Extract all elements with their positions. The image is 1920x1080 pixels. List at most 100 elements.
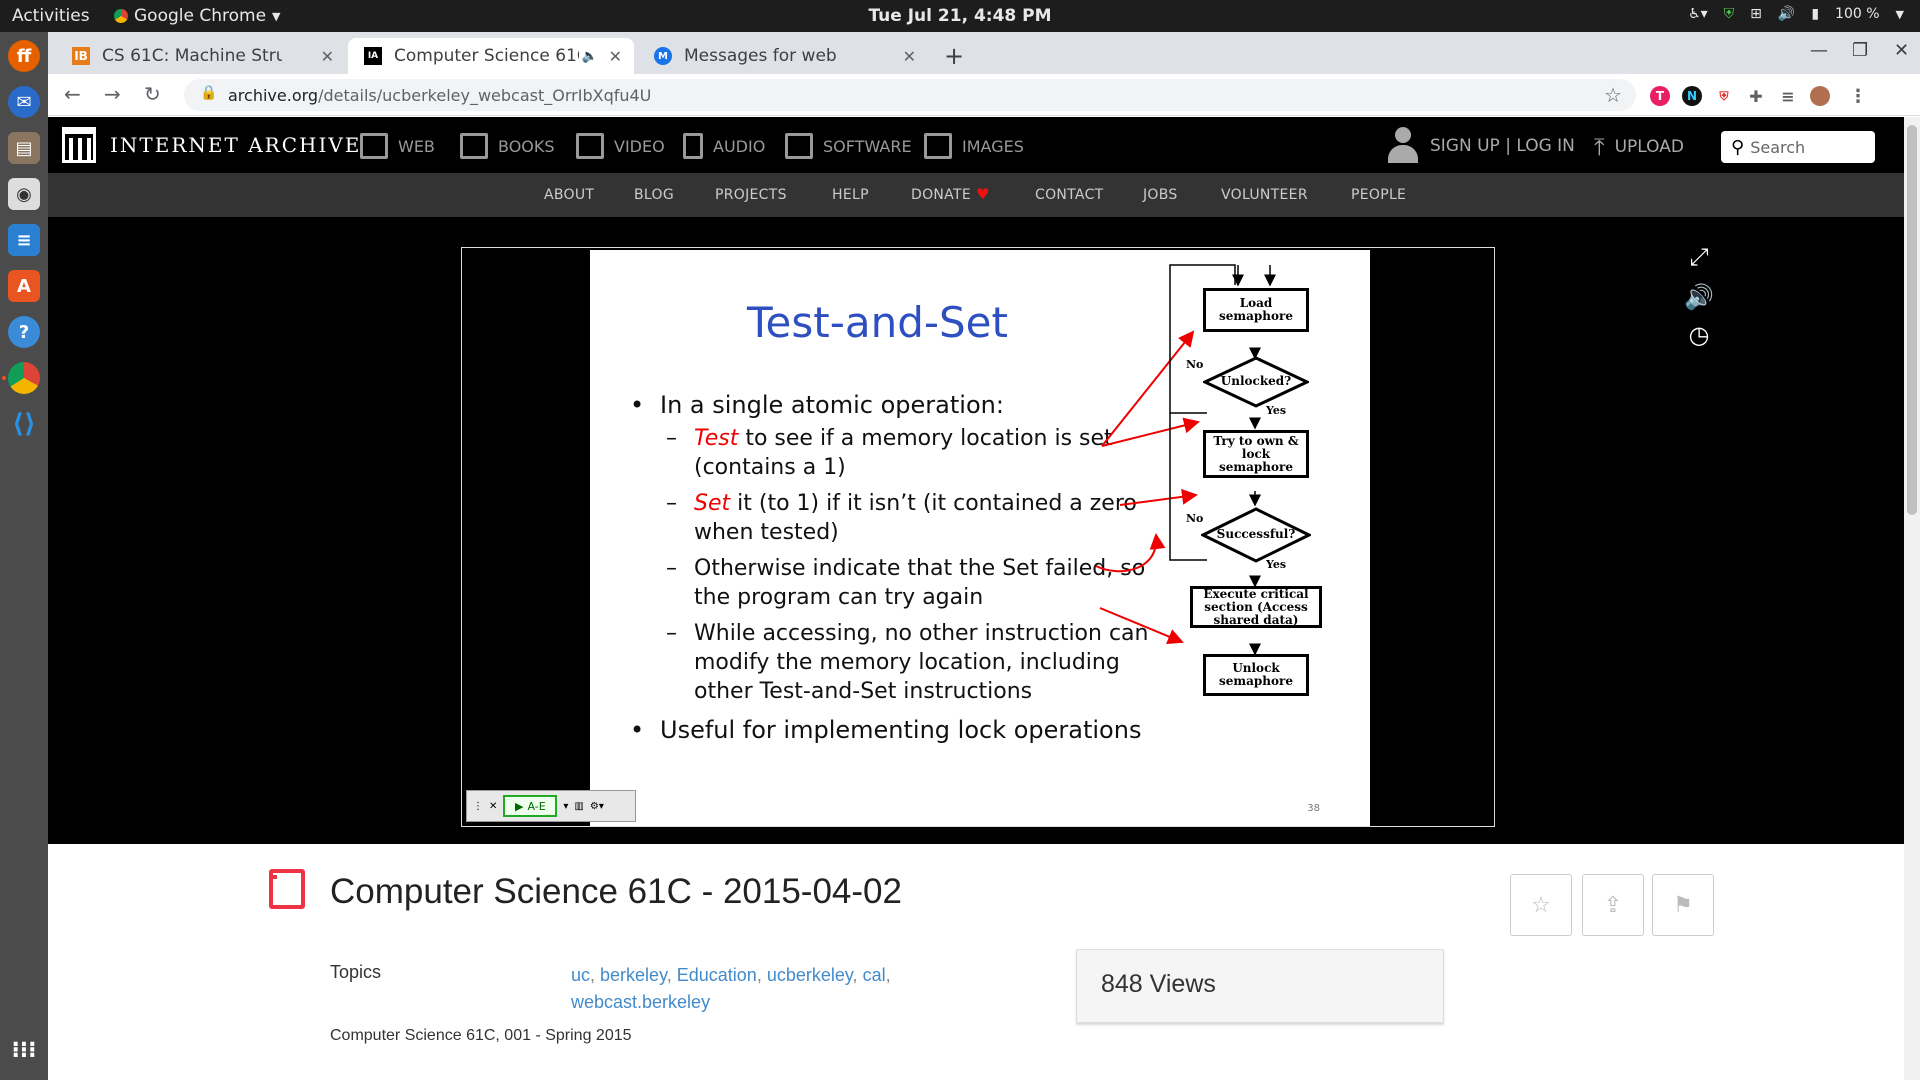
menu-dots-icon[interactable]: ⋮ <box>1848 85 1868 107</box>
profile-avatar[interactable] <box>1810 86 1830 106</box>
browser-toolbar: ← → ↻ 🔒 archive.org/details/ucberkeley_w… <box>48 74 1920 116</box>
chrome-icon[interactable] <box>8 362 40 394</box>
tab-cs61c[interactable]: IB CS 61C: Machine Structures ✕ <box>56 38 346 74</box>
ia-sub-nav: ABOUT BLOG PROJECTS HELP DONATE ♥ CONTAC… <box>48 173 1904 217</box>
nav-books-label: BOOKS <box>498 136 555 156</box>
new-tab-button[interactable]: + <box>944 42 965 70</box>
nav-images-label: IMAGES <box>962 136 1024 156</box>
subnav-volunteer[interactable]: VOLUNTEER <box>1221 187 1308 203</box>
subnav-donate[interactable]: DONATE <box>911 187 971 203</box>
nav-books[interactable]: BOOKS <box>460 133 555 159</box>
flag-button[interactable]: ⚑ <box>1652 874 1714 936</box>
volume-icon[interactable]: 🔊 <box>1777 6 1796 22</box>
extension-n-icon[interactable]: N <box>1682 86 1702 106</box>
equalizer-icon[interactable]: ▥ <box>574 800 584 812</box>
rhythmbox-icon[interactable]: ◉ <box>8 178 40 210</box>
settings-icon[interactable]: ⚙▾ <box>589 800 604 812</box>
back-button[interactable]: ← <box>64 82 81 106</box>
play-button[interactable]: ▶A-E <box>503 795 558 817</box>
topic-link[interactable]: uc <box>571 965 591 985</box>
accessibility-icon[interactable]: ♿▾ <box>1688 6 1708 22</box>
active-indicator <box>2 376 6 380</box>
extensions-puzzle-icon[interactable]: ✚ <box>1746 86 1766 106</box>
forward-button[interactable]: → <box>104 82 121 106</box>
subnav-blog[interactable]: BLOG <box>634 187 674 203</box>
firefox-icon[interactable]: ff <box>8 40 40 72</box>
subnav-contact[interactable]: CONTACT <box>1035 187 1104 203</box>
close-window-button[interactable]: ✕ <box>1894 40 1910 61</box>
writer-icon[interactable]: ≡ <box>8 224 40 256</box>
close-icon[interactable]: ✕ <box>608 46 622 66</box>
theater-area: Test-and-Set In a single atomic operatio… <box>48 217 1904 844</box>
audio-playing-icon[interactable]: 🔈 <box>581 48 598 64</box>
chevron-down-icon[interactable]: ▼ <box>1895 7 1904 21</box>
upload-button[interactable]: ⤒ UPLOAD <box>1594 133 1684 161</box>
tab-computer-science-61c[interactable]: IA Computer Science 61C - 2015-04-02 🔈 ✕ <box>348 38 634 74</box>
chevron-down-icon[interactable]: ▾ <box>563 800 569 812</box>
activities-button[interactable]: Activities <box>12 6 90 26</box>
address-bar[interactable]: 🔒 archive.org/details/ucberkeley_webcast… <box>184 79 1636 111</box>
share-button[interactable]: ⇪ <box>1582 874 1644 936</box>
topic-link[interactable]: webcast.berkeley <box>571 992 711 1012</box>
extension-t-icon[interactable]: T <box>1650 86 1670 106</box>
subnav-people[interactable]: PEOPLE <box>1351 187 1407 203</box>
system-tray[interactable]: ♿▾ ⛨ ⊞ 🔊 ▮ 100 % ▼ <box>1688 6 1904 22</box>
lock-icon[interactable]: 🔒 <box>200 85 218 101</box>
topic-link[interactable]: ucberkeley <box>766 965 853 985</box>
battery-percent[interactable]: 100 % <box>1835 6 1880 22</box>
system-top-bar: Activities Google Chrome ▼ Tue Jul 21, 4… <box>0 0 1920 32</box>
show-apps-icon[interactable]: ⁝⁝⁝ <box>11 1037 37 1063</box>
page-scrollbar[interactable] <box>1904 117 1920 1080</box>
network-icon[interactable]: ⊞ <box>1750 6 1762 22</box>
subnav-projects[interactable]: PROJECTS <box>715 187 787 203</box>
flow-no-label: No <box>1186 512 1204 525</box>
grip-icon[interactable]: ⋮ <box>473 800 483 812</box>
ia-logo[interactable]: INTERNET ARCHIVE <box>62 127 361 163</box>
nav-audio[interactable]: AUDIO <box>683 133 765 159</box>
scrollbar-thumb[interactable] <box>1907 125 1917 515</box>
clock[interactable]: Tue Jul 21, 4:48 PM <box>868 6 1052 26</box>
shield-icon[interactable]: ⛨ <box>1723 6 1735 22</box>
tab-messages[interactable]: M Messages for web ✕ <box>638 38 928 74</box>
software-icon <box>785 133 813 159</box>
files-icon[interactable]: ▤ <box>8 132 40 164</box>
search-box[interactable]: ⚲ Search <box>1721 131 1875 163</box>
close-icon[interactable]: ✕ <box>902 46 916 66</box>
reload-button[interactable]: ↻ <box>144 82 161 106</box>
video-player[interactable]: Test-and-Set In a single atomic operatio… <box>461 247 1495 827</box>
account-link[interactable]: SIGN UP | LOG IN <box>1388 127 1575 165</box>
subnav-about[interactable]: ABOUT <box>544 187 595 203</box>
nav-images[interactable]: IMAGES <box>924 133 1024 159</box>
volume-icon[interactable]: 🔊 <box>1684 283 1714 311</box>
views-count: 848 Views <box>1076 949 1444 1023</box>
help-icon[interactable]: ? <box>8 316 40 348</box>
topics-label: Topics <box>330 962 382 982</box>
tab-strip: IB CS 61C: Machine Structures ✕ IA Compu… <box>48 32 1920 74</box>
battery-icon[interactable]: ▮ <box>1811 6 1820 22</box>
url-host: archive.org <box>228 85 319 105</box>
bookmark-star-icon[interactable]: ☆ <box>1604 83 1622 107</box>
nav-audio-label: AUDIO <box>713 136 766 156</box>
nav-video[interactable]: VIDEO <box>576 133 665 159</box>
topic-link[interactable]: berkeley <box>600 965 667 985</box>
close-icon[interactable]: ✕ <box>320 46 334 66</box>
thunderbird-icon[interactable]: ✉ <box>8 86 40 118</box>
topic-link[interactable]: cal <box>862 965 886 985</box>
clock-icon[interactable]: ◷ <box>1688 321 1710 349</box>
software-center-icon[interactable]: A <box>8 270 40 302</box>
minimize-button[interactable]: — <box>1810 40 1828 61</box>
app-menu[interactable]: Google Chrome ▼ <box>114 6 281 26</box>
fullscreen-icon[interactable]: ⤢ <box>1689 243 1709 271</box>
user-icon <box>1388 127 1418 165</box>
topic-link[interactable]: Education <box>676 965 757 985</box>
vscode-icon[interactable]: ⟨⟩ <box>12 409 36 439</box>
subnav-jobs[interactable]: JOBS <box>1143 187 1178 203</box>
subnav-help[interactable]: HELP <box>832 187 869 203</box>
maximize-button[interactable]: ❐ <box>1852 40 1869 61</box>
nav-software[interactable]: SOFTWARE <box>785 133 912 159</box>
extension-shield-icon[interactable]: ⛨ <box>1714 86 1734 106</box>
media-controls-icon[interactable]: ≡ <box>1778 86 1798 106</box>
favorite-star-button[interactable]: ☆ <box>1510 874 1572 936</box>
nav-web[interactable]: WEB <box>360 133 435 159</box>
close-icon[interactable]: ✕ <box>489 800 498 812</box>
